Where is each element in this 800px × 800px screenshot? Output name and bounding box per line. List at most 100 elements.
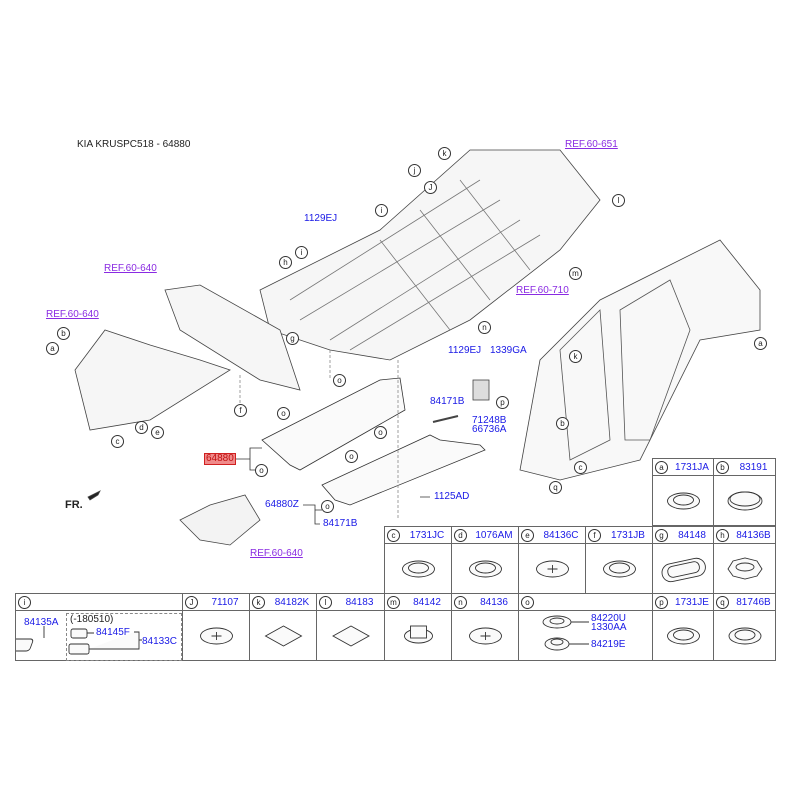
part-label[interactable]: 66736A [472, 424, 507, 435]
heat-protector [179, 494, 261, 546]
part-label[interactable]: 1330AA [591, 622, 627, 633]
dash-panel [164, 284, 301, 391]
callout: b [716, 461, 729, 474]
body-side-outer [519, 239, 761, 481]
cell-header: f 1731JB [586, 527, 652, 544]
part-number[interactable]: 71107 [211, 597, 239, 608]
callout: n [454, 596, 467, 609]
part-number[interactable]: 84142 [413, 597, 441, 608]
part-number[interactable]: 1731JE [675, 597, 709, 608]
ref-link[interactable]: REF.60-640 [46, 309, 99, 320]
part-label[interactable]: 1129EJ [304, 213, 338, 224]
part-label[interactable]: 84171B [323, 518, 358, 529]
part-label[interactable]: 1129EJ [448, 345, 482, 356]
part-number[interactable]: 84136 [480, 597, 508, 608]
part-number[interactable]: 1731JA [675, 462, 709, 473]
diamond-part-icon [264, 625, 303, 647]
part-number[interactable]: 84148 [678, 530, 706, 541]
part-number[interactable]: 1731JB [611, 530, 645, 541]
cell-header: o [519, 594, 652, 611]
front-side-member [74, 329, 231, 431]
plug-part-icon [200, 627, 233, 645]
table-cell-c: c 1731JC [384, 526, 452, 594]
callout: g [655, 529, 668, 542]
part-label[interactable]: 84219E [591, 639, 626, 650]
callout: h [279, 256, 292, 269]
under-cover-64880z [321, 434, 486, 506]
clip-part-icon [404, 625, 433, 644]
part-number[interactable]: 84182K [274, 597, 310, 608]
callout: J [424, 181, 437, 194]
callout: m [569, 267, 582, 280]
part-number[interactable]: 83191 [739, 462, 768, 473]
table-cell-g: g 84148 [652, 526, 714, 594]
ref-link[interactable]: REF.60-640 [104, 263, 157, 274]
cell-header: b 83191 [714, 459, 775, 476]
callout: m [387, 596, 400, 609]
callout: a [655, 461, 668, 474]
ring-part-icon [603, 560, 636, 578]
callout: i [18, 596, 31, 609]
callout: c [574, 461, 587, 474]
part-label[interactable]: 64880Z [265, 499, 299, 510]
callout: o [321, 500, 334, 513]
bracket [472, 379, 490, 401]
cell-header: i [16, 594, 182, 611]
under-cover-64880 [261, 377, 406, 471]
callout: c [387, 529, 400, 542]
callout: f [234, 404, 247, 417]
table-cell-l: l 84183 [316, 593, 385, 661]
ref-link[interactable]: REF.60-651 [565, 139, 618, 150]
callout: i [295, 246, 308, 259]
highlighted-part-label[interactable]: 64880 [204, 453, 236, 465]
part-label[interactable]: 1339GA [490, 345, 527, 356]
part-label[interactable]: 71248B [472, 415, 507, 426]
callout: b [556, 417, 569, 430]
callout: o [345, 450, 358, 463]
oval-part-icon [661, 557, 706, 583]
cell-header: l 84183 [317, 594, 384, 611]
callout: i [375, 204, 388, 217]
part-label[interactable]: 84145F [96, 627, 130, 638]
callout: q [549, 481, 562, 494]
part-number[interactable]: 1076AM [475, 530, 513, 541]
part-label[interactable]: 84135A [24, 617, 59, 628]
callout: b [57, 327, 70, 340]
callout: o [333, 374, 346, 387]
part-number[interactable]: 84136B [736, 530, 771, 541]
table-cell-b: b 83191 [713, 458, 776, 526]
callout: l [319, 596, 332, 609]
part-label[interactable]: 84220U [591, 613, 627, 624]
part-number[interactable]: 84183 [345, 597, 374, 608]
callout: o [255, 464, 268, 477]
callout: g [286, 332, 299, 345]
part-number[interactable]: 81746B [736, 597, 771, 608]
part-number[interactable]: 84136C [543, 530, 579, 541]
callout: k [438, 147, 451, 160]
part-label[interactable]: 84171B [430, 396, 465, 407]
part-number[interactable]: 1731JC [409, 530, 445, 541]
diamond-part-icon [332, 625, 370, 647]
front-indicator: FR. [65, 499, 83, 511]
callout: f [588, 529, 601, 542]
part-label[interactable]: 1125AD [434, 491, 470, 502]
callout: k [569, 350, 582, 363]
ref-link[interactable]: REF.60-640 [250, 548, 303, 559]
callout: o [521, 596, 534, 609]
ref-link[interactable]: REF.60-710 [516, 285, 569, 296]
cell-header: m 84142 [385, 594, 451, 611]
plug-part-icon [536, 560, 569, 578]
table-cell-f: f 1731JB [585, 526, 653, 594]
part-label[interactable]: 84133C [142, 636, 178, 647]
callout: d [135, 421, 148, 434]
